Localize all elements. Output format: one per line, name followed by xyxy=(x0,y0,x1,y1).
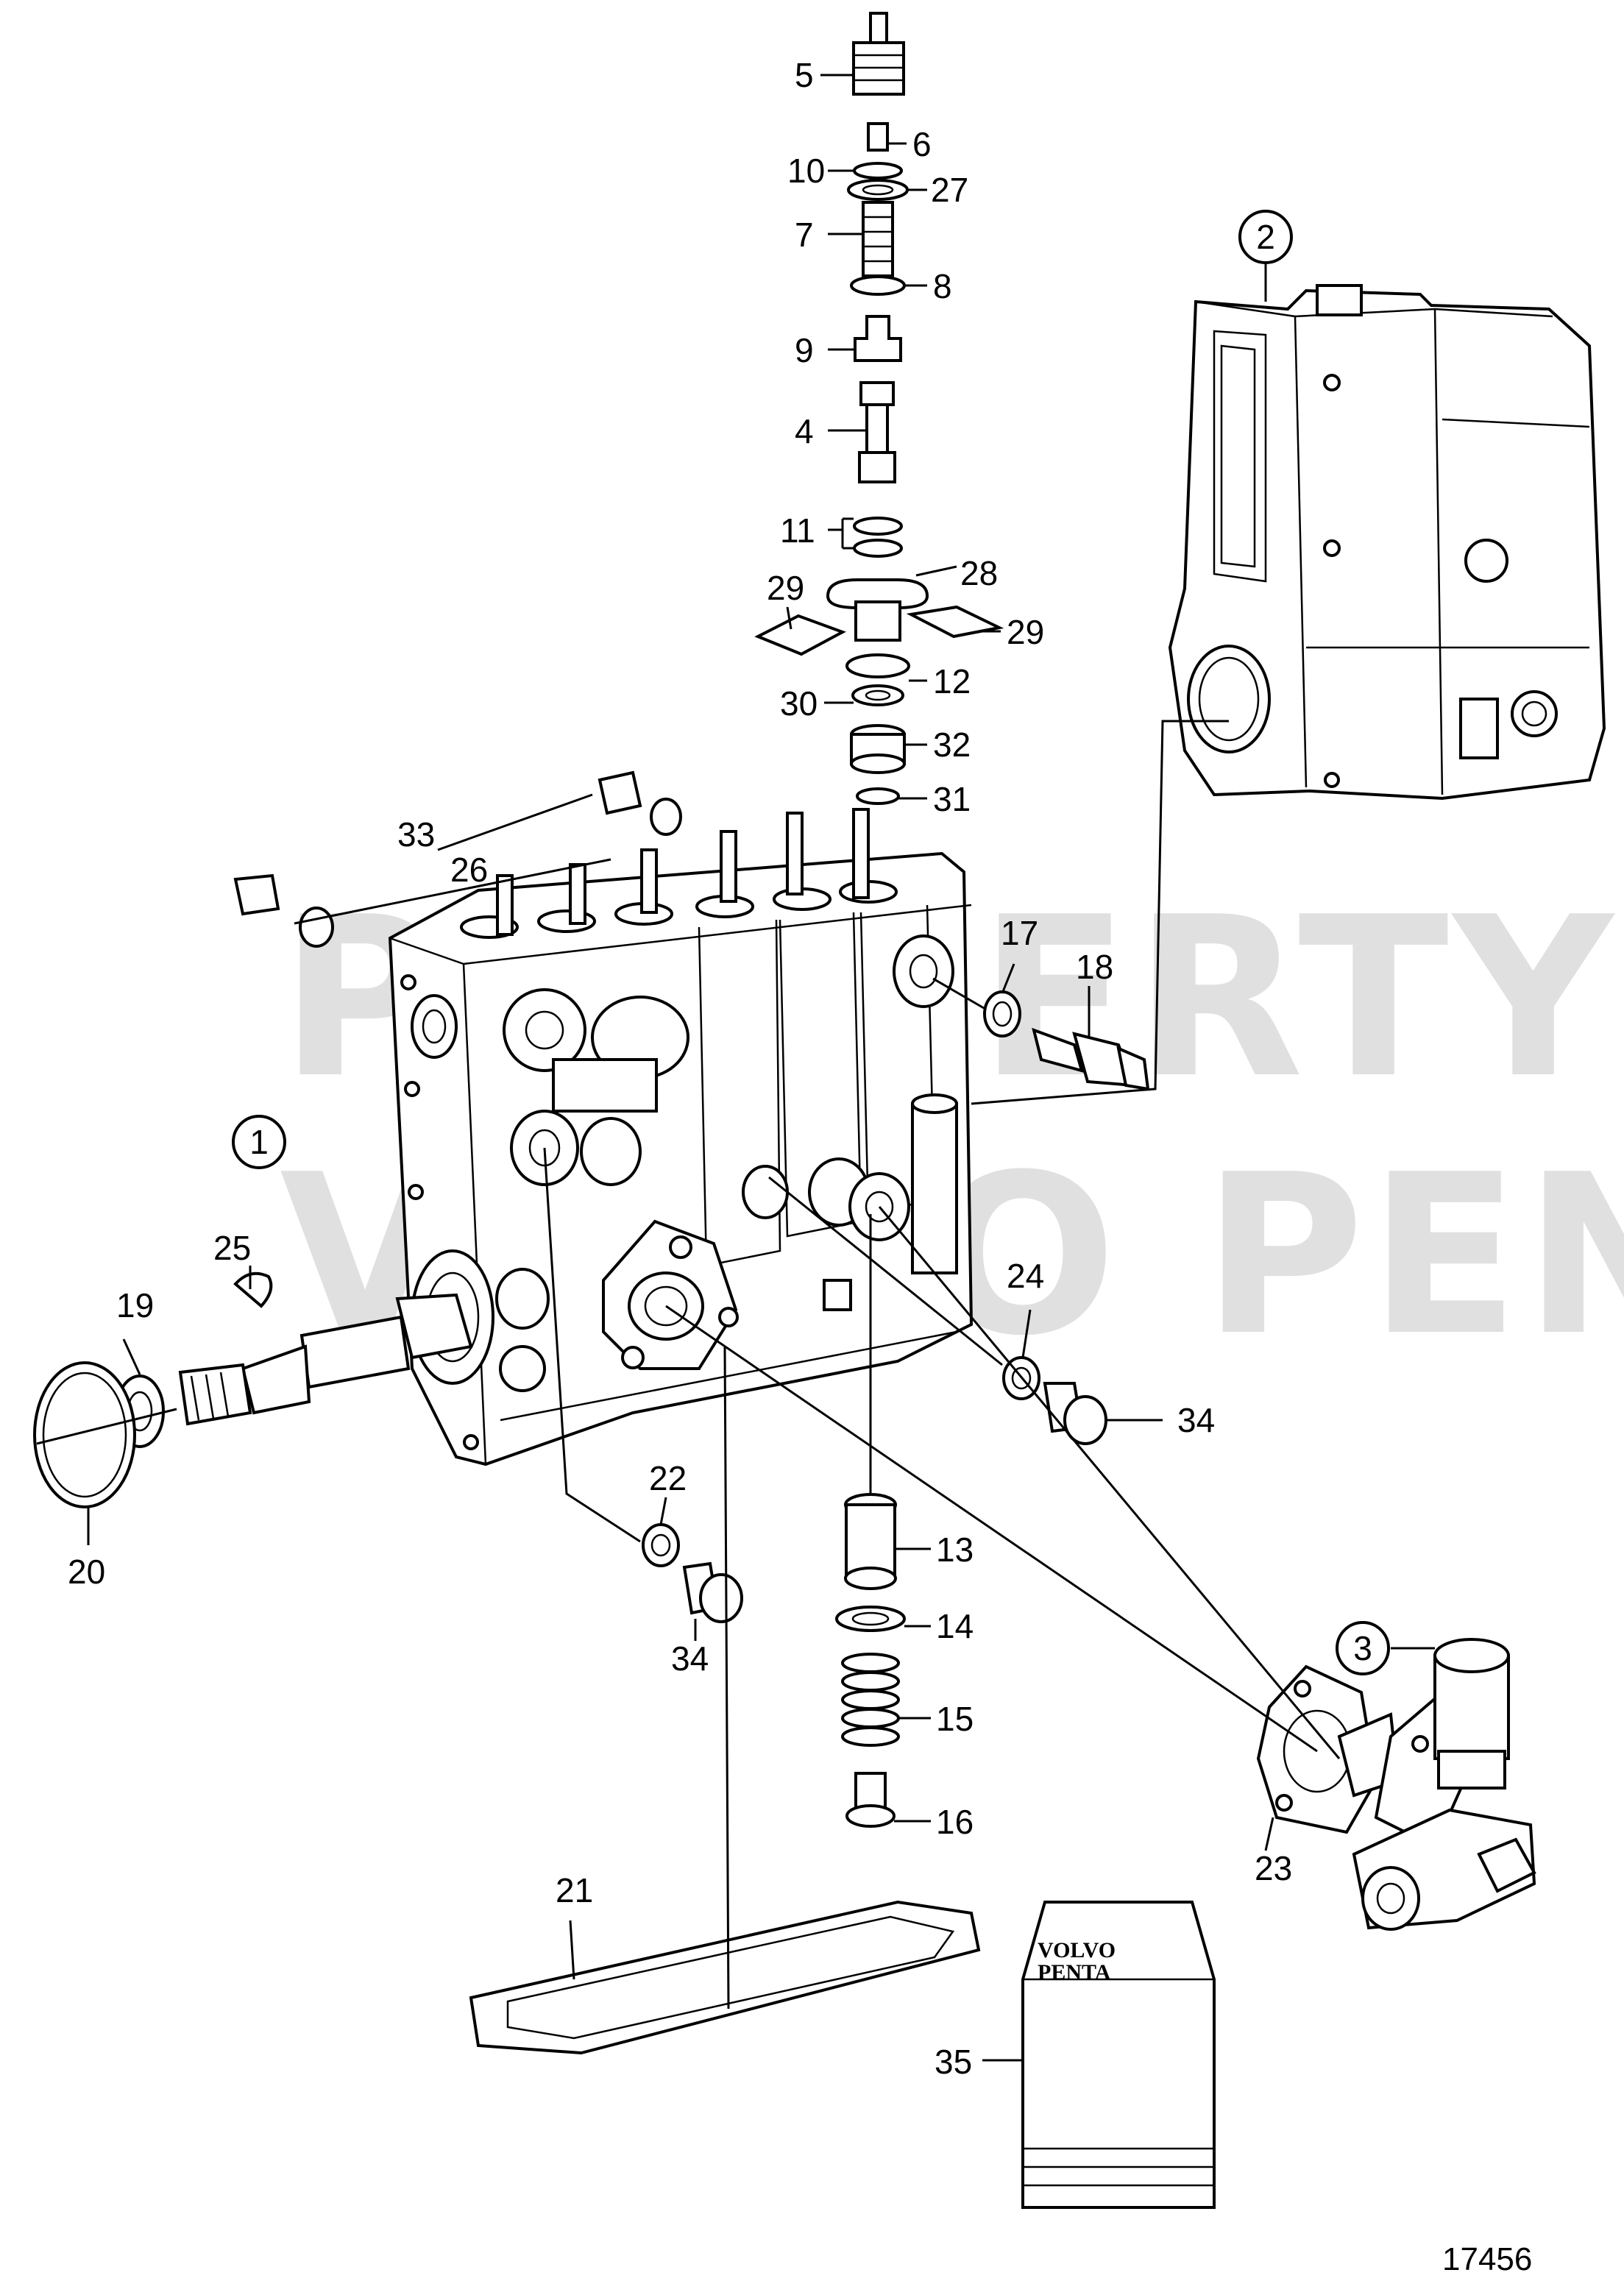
part-washer-17 xyxy=(983,990,1021,1037)
callout-28: 28 xyxy=(960,554,998,592)
callout-14: 14 xyxy=(936,1607,974,1645)
callout-31: 31 xyxy=(933,780,971,818)
callout-13: 13 xyxy=(936,1530,974,1569)
part-threaded-stud xyxy=(862,201,894,277)
callout-11: 11 xyxy=(780,511,815,550)
part-delivery-valve xyxy=(854,315,902,362)
assembly-circle-2 xyxy=(1238,210,1293,264)
part-valve-holder-small xyxy=(867,122,889,152)
part-sleeve-32 xyxy=(850,724,906,774)
part-ring-12 xyxy=(845,653,910,678)
part-oring-20 xyxy=(33,1361,136,1508)
assembly-label-3: 3 xyxy=(1353,1629,1372,1667)
callout-21: 21 xyxy=(556,1871,593,1909)
assembly-label-2: 2 xyxy=(1256,218,1275,256)
part-spring-15 xyxy=(841,1653,900,1747)
callout-19: 19 xyxy=(116,1286,154,1324)
callout-33: 33 xyxy=(397,815,435,854)
part-washer-27 xyxy=(847,179,909,201)
part-ring-30 xyxy=(851,684,904,706)
overflow-valve xyxy=(983,990,1150,1091)
assembly-circle-3 xyxy=(1336,1621,1390,1675)
callout-12: 12 xyxy=(933,662,971,700)
part-circlip-31 xyxy=(856,787,900,805)
part-plug-34-left xyxy=(699,1573,743,1623)
governor-housing xyxy=(1168,284,1606,801)
callout-9: 9 xyxy=(795,331,814,369)
part-repair-kit: VOLVO PENTA xyxy=(1021,1901,1216,2209)
callout-6: 6 xyxy=(912,125,932,163)
callout-5: 5 xyxy=(795,56,814,94)
part-flange-sleeve xyxy=(826,578,929,642)
callout-35: 35 xyxy=(935,2043,972,2081)
kit-brand-line1: VOLVO xyxy=(1038,1938,1116,1962)
callout-4: 4 xyxy=(795,412,814,450)
callout-26: 26 xyxy=(450,851,488,889)
part-plug-26 xyxy=(233,873,280,916)
tappet-stack xyxy=(835,1493,906,1828)
callout-30: 30 xyxy=(780,684,818,723)
assembly-markers: 1 2 3 xyxy=(232,210,1390,1675)
callout-34-right: 34 xyxy=(1177,1401,1215,1439)
part-oring-11a xyxy=(853,517,903,536)
plug-right xyxy=(1002,1356,1107,1445)
part-washer-10 xyxy=(853,162,903,180)
callout-23: 23 xyxy=(1255,1849,1292,1887)
callout-20: 20 xyxy=(68,1553,105,1591)
callout-27: 27 xyxy=(931,171,968,209)
part-plug-33 xyxy=(598,770,642,815)
leader-lines xyxy=(87,74,1435,2062)
part-nipple xyxy=(852,12,905,96)
delivery-valve-stack xyxy=(754,12,1004,805)
kit-brand-line2: PENTA xyxy=(1038,1960,1111,1984)
callout-25: 25 xyxy=(213,1229,251,1267)
callout-7: 7 xyxy=(795,216,814,254)
part-gasket-21 xyxy=(469,1900,981,2055)
callout-8: 8 xyxy=(933,267,952,305)
plugs-top xyxy=(233,770,682,948)
part-spring-seat-14 xyxy=(835,1606,906,1632)
callout-16: 16 xyxy=(936,1803,974,1841)
supply-pump xyxy=(1256,1638,1536,1931)
callout-17: 17 xyxy=(1001,914,1038,952)
assembly-label-1: 1 xyxy=(249,1123,269,1161)
part-shim-29-left xyxy=(754,614,846,656)
callout-34-left: 34 xyxy=(671,1639,709,1678)
part-plug-34-right xyxy=(1063,1395,1107,1445)
callout-29-left: 29 xyxy=(767,569,804,607)
callout-32: 32 xyxy=(933,726,971,764)
part-washer-22 xyxy=(642,1523,680,1567)
callout-15: 15 xyxy=(936,1700,974,1738)
figure-number: 17456 xyxy=(1442,2241,1532,2277)
callout-18: 18 xyxy=(1076,948,1113,986)
assembly-circle-1 xyxy=(232,1115,286,1169)
part-washer-8 xyxy=(850,275,906,296)
part-shim-29-right xyxy=(906,605,1004,639)
plug-left xyxy=(642,1523,743,1623)
callout-10: 10 xyxy=(787,152,825,190)
callout-22: 22 xyxy=(649,1459,687,1497)
part-oring-11b xyxy=(853,539,903,558)
callout-24: 24 xyxy=(1007,1257,1044,1295)
part-woodruff-key xyxy=(233,1271,273,1308)
part-spring-seat-16 xyxy=(845,1772,896,1828)
part-gasket-23 xyxy=(1256,1664,1378,1834)
callout-labels: 5 6 10 27 7 8 9 4 11 28 29 29 12 30 32 3… xyxy=(68,56,1292,2081)
camshaft-end xyxy=(33,1271,473,1508)
part-pump-element xyxy=(858,381,896,483)
callout-29-right: 29 xyxy=(1007,613,1044,651)
